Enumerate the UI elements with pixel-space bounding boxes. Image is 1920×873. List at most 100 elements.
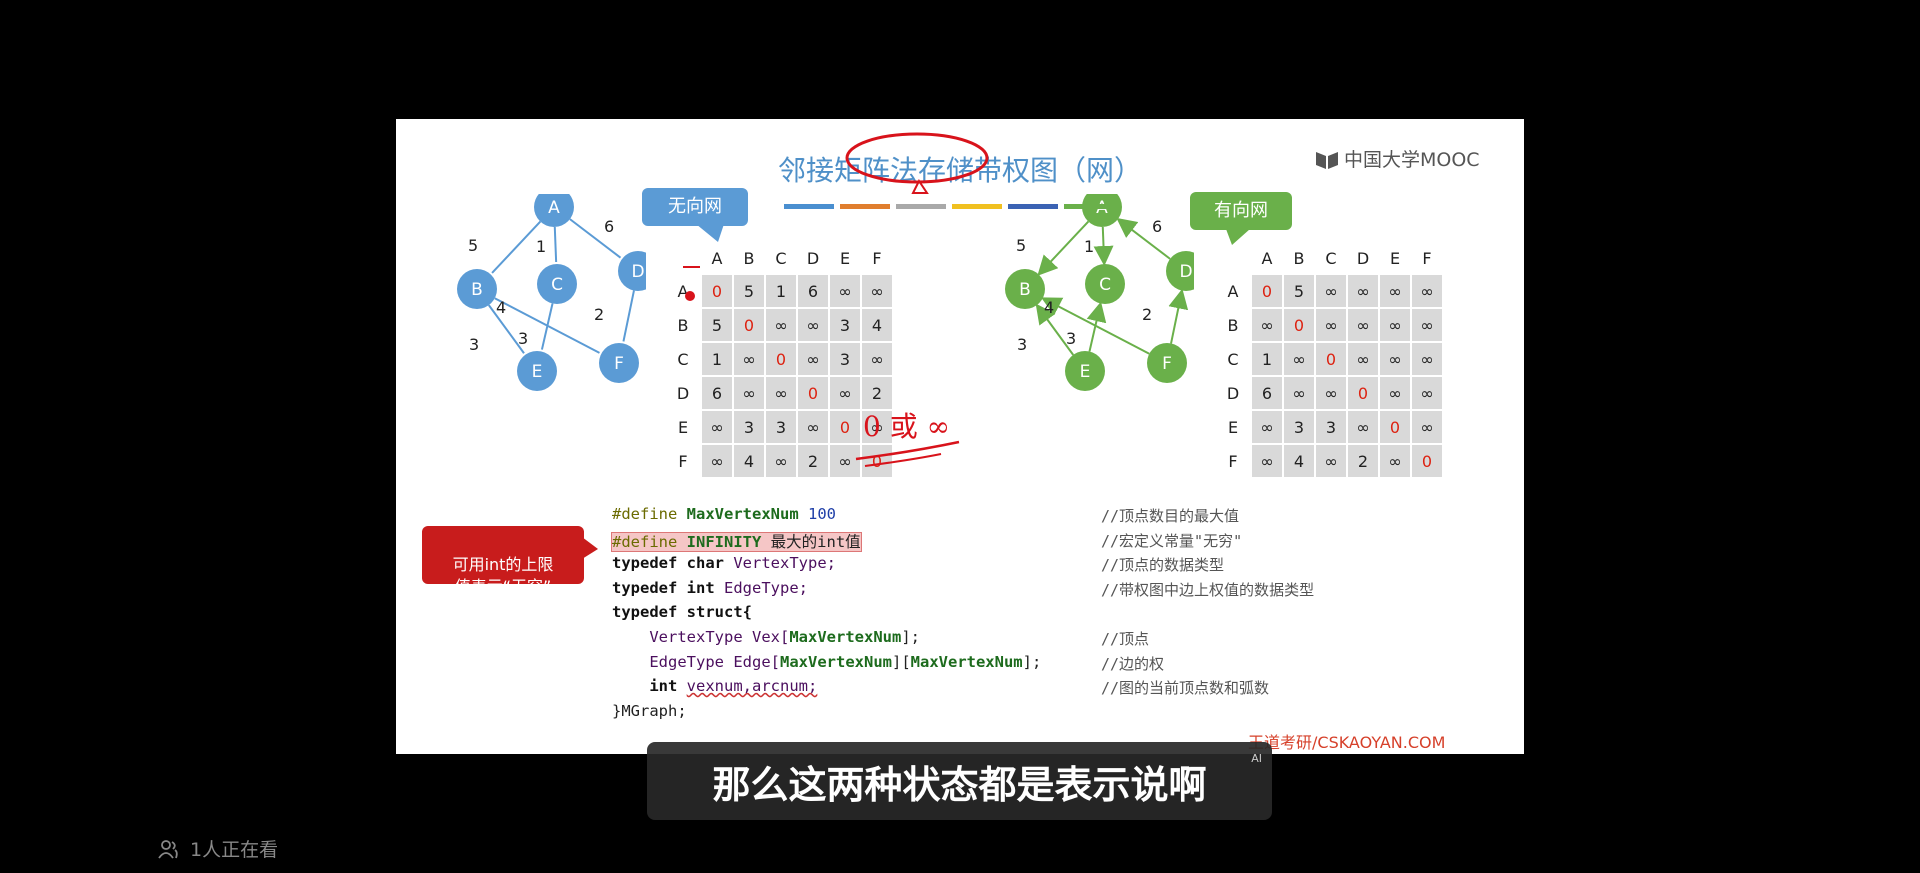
token: MaxVertexNum [910, 652, 1023, 671]
graph-edge [540, 303, 554, 350]
token: int [686, 578, 715, 597]
token: VertexType; [733, 554, 836, 573]
graph-edge [569, 218, 622, 259]
matrix-cell: 3 [1284, 411, 1316, 445]
matrix-col-header: B [743, 249, 755, 268]
graph-node-label: F [1162, 354, 1172, 374]
matrix-row-header: F [1228, 452, 1238, 471]
edge-weight: 2 [1142, 305, 1152, 324]
matrix-cell: ∞ [1380, 343, 1412, 377]
matrix-cell: 2 [798, 445, 830, 479]
matrix-cell: ∞ [1412, 275, 1444, 309]
graph-node [1082, 194, 1122, 227]
matrix-cell: 5 [734, 275, 766, 309]
matrix-row-header: D [676, 384, 690, 403]
matrix-cell: ∞ [1252, 309, 1284, 343]
matrix-row-header: F [678, 452, 688, 471]
matrix-cell: ∞ [702, 411, 734, 445]
matrix-cell: ∞ [1316, 275, 1348, 309]
matrix-cell: ∞ [1412, 309, 1444, 343]
graph-node [618, 251, 646, 291]
edge-weight: 3 [469, 335, 479, 354]
callout-directed-tail [1226, 229, 1250, 245]
color-bar [784, 204, 834, 209]
matrix-cell: ∞ [766, 377, 798, 411]
matrix-col-header: C [1325, 249, 1337, 268]
graph-node-label: D [1179, 262, 1192, 282]
color-bar [1064, 204, 1114, 209]
matrix-cell: 1 [1252, 343, 1284, 377]
matrix-cell: 4 [862, 309, 894, 343]
token: struct{ [686, 603, 752, 622]
callout-infinity-tail [582, 537, 598, 559]
token: vexnum,arcnum; [686, 677, 818, 696]
token: MaxVertexNum [686, 505, 799, 523]
color-bar [1008, 204, 1058, 209]
color-bar [896, 204, 946, 209]
graph-node-label: E [1080, 362, 1091, 382]
graph-edge [491, 220, 542, 274]
matrix-cell: ∞ [862, 275, 894, 309]
token: ]; [1022, 652, 1042, 671]
matrix-col-header: D [806, 249, 820, 268]
graph-edge [1168, 288, 1189, 344]
matrix-cell: ∞ [862, 411, 894, 445]
edge-weight: 5 [468, 236, 478, 255]
token: 最大的int值 [770, 532, 861, 551]
code-line-9: }MGraph; [612, 702, 1041, 727]
ai-badge: AI [1251, 752, 1262, 765]
matrix-cell: ∞ [798, 343, 830, 377]
edge-weight: 6 [604, 217, 614, 236]
matrix-row-header: A [677, 282, 689, 301]
matrix-cell: ∞ [1316, 377, 1348, 411]
matrix-cell: 0 [766, 343, 798, 377]
matrix-cell: 4 [734, 445, 766, 479]
matrix-cell: 0 [1316, 343, 1348, 377]
matrix-cell: ∞ [1348, 275, 1380, 309]
matrix-cell: 2 [1348, 445, 1380, 479]
callout-undirected-tail [696, 224, 724, 242]
matrix-row-header: A [1227, 282, 1239, 301]
code-comment: //宏定义常量"无穷" [1101, 531, 1243, 550]
token: char [686, 554, 724, 573]
matrix-cell: 3 [1316, 411, 1348, 445]
people-icon [158, 839, 178, 859]
edge-weight: 3 [1017, 335, 1027, 354]
matrix-cell: 3 [734, 411, 766, 445]
matrix-cell: 0 [702, 275, 734, 309]
matrix-cell: ∞ [1412, 377, 1444, 411]
callout-undirected-text: 无向网 [668, 196, 722, 217]
code-comment [1101, 603, 1314, 628]
callout-infinity-text: 可用int的上限 值表示“无穷” [452, 555, 554, 596]
matrix-cell: 1 [702, 343, 734, 377]
graph-node-label: B [1019, 280, 1031, 300]
edge-weight: 5 [1016, 236, 1026, 255]
code-line-3: typedef char VertexType; [612, 554, 1041, 579]
code-line-7: EdgeType Edge[MaxVertexNum][MaxVertexNum… [612, 653, 1041, 678]
graph-edge [1116, 217, 1171, 260]
matrix-cell: ∞ [862, 343, 894, 377]
token: MaxVertexNum [789, 627, 902, 646]
token: int [649, 677, 678, 696]
matrix-col-header: C [775, 249, 787, 268]
code-comment: //边的权 [1101, 654, 1165, 673]
matrix-cell: ∞ [1316, 309, 1348, 343]
graph-edge [553, 226, 558, 263]
matrix-cell: ∞ [1284, 377, 1316, 411]
token: Edge[ [733, 652, 780, 671]
edge-weight: 4 [1044, 298, 1054, 317]
code-comments: //顶点数目的最大值//宏定义常量"无穷"//顶点的数据类型//带权图中边上权值… [1101, 505, 1314, 702]
book-icon [1316, 151, 1338, 169]
code-comment: //顶点的数据类型 [1101, 556, 1225, 575]
color-bar [952, 204, 1002, 209]
code-block: #define MaxVertexNum 100 #define INFINIT… [611, 505, 1041, 727]
matrix-col-header: A [1261, 249, 1273, 268]
color-bar [840, 204, 890, 209]
matrix-cell: 0 [1380, 411, 1412, 445]
graph-node [517, 351, 557, 391]
graph-node [457, 269, 497, 309]
graph-edge [488, 304, 525, 354]
token: typedef [612, 554, 678, 573]
matrix-col-header: E [1389, 249, 1401, 268]
token: Vex[ [752, 627, 790, 646]
